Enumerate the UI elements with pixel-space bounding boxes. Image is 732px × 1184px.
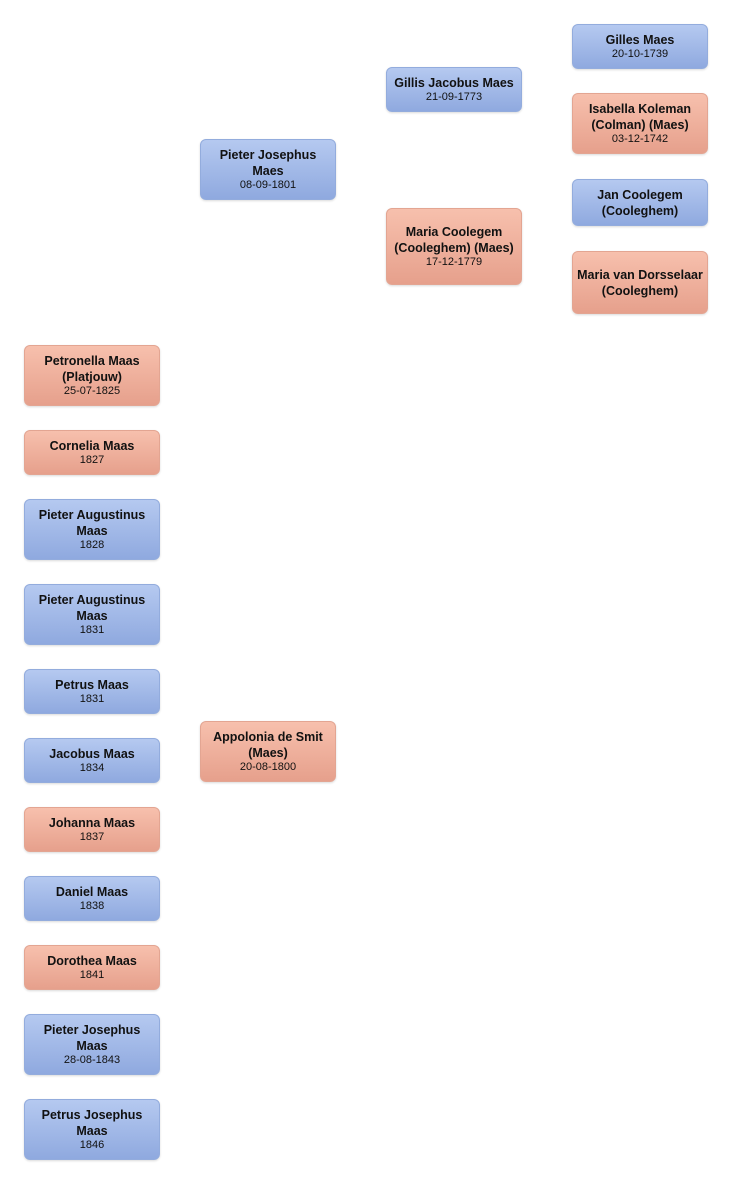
- person-date: 28-08-1843: [63, 1054, 121, 1066]
- person-card-gilles-maes[interactable]: Gilles Maes 20-10-1739: [572, 24, 708, 69]
- person-name: Johanna Maas: [48, 816, 136, 830]
- person-name: Pieter Josephus Maas: [43, 1023, 141, 1053]
- person-date: 1831: [79, 624, 105, 636]
- person-card-jacobus-maas[interactable]: Jacobus Maas 1834: [24, 738, 160, 783]
- person-date: 1831: [79, 693, 105, 705]
- person-card-pieter-josephus-maes[interactable]: Pieter Josephus Maes 08-09-1801: [200, 139, 336, 200]
- person-card-pieter-augustinus-maas-1828[interactable]: Pieter Augustinus Maas 1828: [24, 499, 160, 560]
- person-card-jan-coolegem[interactable]: Jan Coolegem (Cooleghem): [572, 179, 708, 226]
- person-name: Maria van Dorsselaar (Cooleghem): [577, 267, 703, 298]
- person-date: 08-09-1801: [239, 179, 297, 191]
- person-date: 1827: [79, 454, 105, 466]
- person-date: 20-08-1800: [239, 761, 297, 773]
- person-date: 20-10-1739: [611, 48, 669, 60]
- person-name: Petrus Josephus Maas: [41, 1108, 143, 1138]
- person-date: 1846: [79, 1139, 105, 1151]
- person-name: Pieter Augustinus Maas: [38, 508, 146, 538]
- person-card-maria-van-dorsselaar[interactable]: Maria van Dorsselaar (Cooleghem): [572, 251, 708, 314]
- person-name: Gilles Maes: [605, 33, 675, 47]
- person-date: 1837: [79, 831, 105, 843]
- person-name: Isabella Koleman (Colman) (Maes): [588, 102, 692, 132]
- person-name: Petrus Maas: [55, 678, 129, 692]
- person-name: Petronella Maas (Platjouw): [44, 354, 140, 384]
- person-card-cornelia-maas[interactable]: Cornelia Maas 1827: [24, 430, 160, 475]
- person-name: Daniel Maas: [55, 885, 129, 899]
- person-card-daniel-maas[interactable]: Daniel Maas 1838: [24, 876, 160, 921]
- person-date: 1834: [79, 762, 105, 774]
- person-card-dorothea-maas[interactable]: Dorothea Maas 1841: [24, 945, 160, 990]
- person-date: 17-12-1779: [425, 256, 483, 268]
- person-card-petrus-maas[interactable]: Petrus Maas 1831: [24, 669, 160, 714]
- person-name: Maria Coolegem (Cooleghem) (Maes): [394, 225, 514, 255]
- person-name: Gillis Jacobus Maes: [394, 76, 514, 90]
- person-name: Cornelia Maas: [49, 439, 135, 453]
- person-card-gillis-jacobus-maes[interactable]: Gillis Jacobus Maes 21-09-1773: [386, 67, 522, 112]
- person-date: 1841: [79, 969, 105, 981]
- person-name: Pieter Augustinus Maas: [38, 593, 146, 623]
- person-card-pieter-augustinus-maas-1831[interactable]: Pieter Augustinus Maas 1831: [24, 584, 160, 645]
- person-date: 1838: [79, 900, 105, 912]
- person-name: Jan Coolegem (Cooleghem): [597, 187, 683, 218]
- person-card-johanna-maas[interactable]: Johanna Maas 1837: [24, 807, 160, 852]
- person-card-appolonia-de-smit[interactable]: Appolonia de Smit (Maes) 20-08-1800: [200, 721, 336, 782]
- person-card-maria-coolegem[interactable]: Maria Coolegem (Cooleghem) (Maes) 17-12-…: [386, 208, 522, 285]
- person-card-petrus-josephus-maas[interactable]: Petrus Josephus Maas 1846: [24, 1099, 160, 1160]
- person-date: 25-07-1825: [63, 385, 121, 397]
- person-date: 21-09-1773: [425, 91, 483, 103]
- person-card-pieter-josephus-maas[interactable]: Pieter Josephus Maas 28-08-1843: [24, 1014, 160, 1075]
- person-name: Appolonia de Smit (Maes): [213, 730, 323, 760]
- person-date: 03-12-1742: [611, 133, 669, 145]
- person-name: Dorothea Maas: [47, 954, 137, 968]
- person-name: Jacobus Maas: [49, 747, 135, 761]
- person-date: 1828: [79, 539, 105, 551]
- person-card-petronella-maas[interactable]: Petronella Maas (Platjouw) 25-07-1825: [24, 345, 160, 406]
- person-name: Pieter Josephus Maes: [219, 148, 317, 178]
- person-card-isabella-koleman[interactable]: Isabella Koleman (Colman) (Maes) 03-12-1…: [572, 93, 708, 154]
